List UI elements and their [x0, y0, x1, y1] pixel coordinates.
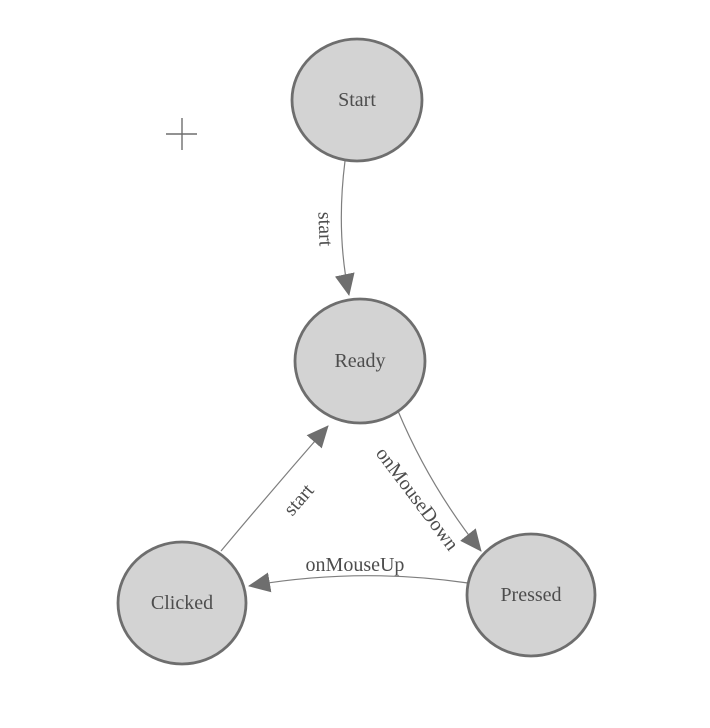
node-clicked-label: Clicked	[151, 592, 213, 614]
node-start-label: Start	[338, 89, 376, 111]
edge-start-to-ready[interactable]	[334, 160, 355, 296]
edge-label-clicked-to-ready: start	[279, 479, 318, 520]
edge-pressed-to-clicked[interactable]	[248, 572, 469, 593]
node-start-shape[interactable]	[290, 37, 424, 163]
node-pressed-shape[interactable]	[465, 532, 597, 658]
node-clicked[interactable]: Clicked	[116, 540, 248, 666]
node-clicked-shape[interactable]	[116, 540, 248, 666]
node-ready[interactable]: Ready	[293, 297, 427, 425]
node-ready-shape[interactable]	[293, 297, 427, 425]
edge-clicked-to-ready[interactable]	[220, 425, 329, 552]
node-start[interactable]: Start	[290, 37, 424, 163]
node-pressed-label: Pressed	[500, 584, 561, 606]
edge-label-ready-to-pressed: onMouseDown	[371, 443, 463, 555]
edge-ready-to-pressed[interactable]	[397, 410, 482, 552]
node-pressed[interactable]: Pressed	[465, 532, 597, 658]
node-ready-label: Ready	[334, 350, 385, 372]
crosshair-icon	[166, 118, 197, 150]
edge-label-pressed-to-clicked: onMouseUp	[306, 554, 405, 576]
edge-label-start-to-ready: start	[313, 211, 336, 247]
